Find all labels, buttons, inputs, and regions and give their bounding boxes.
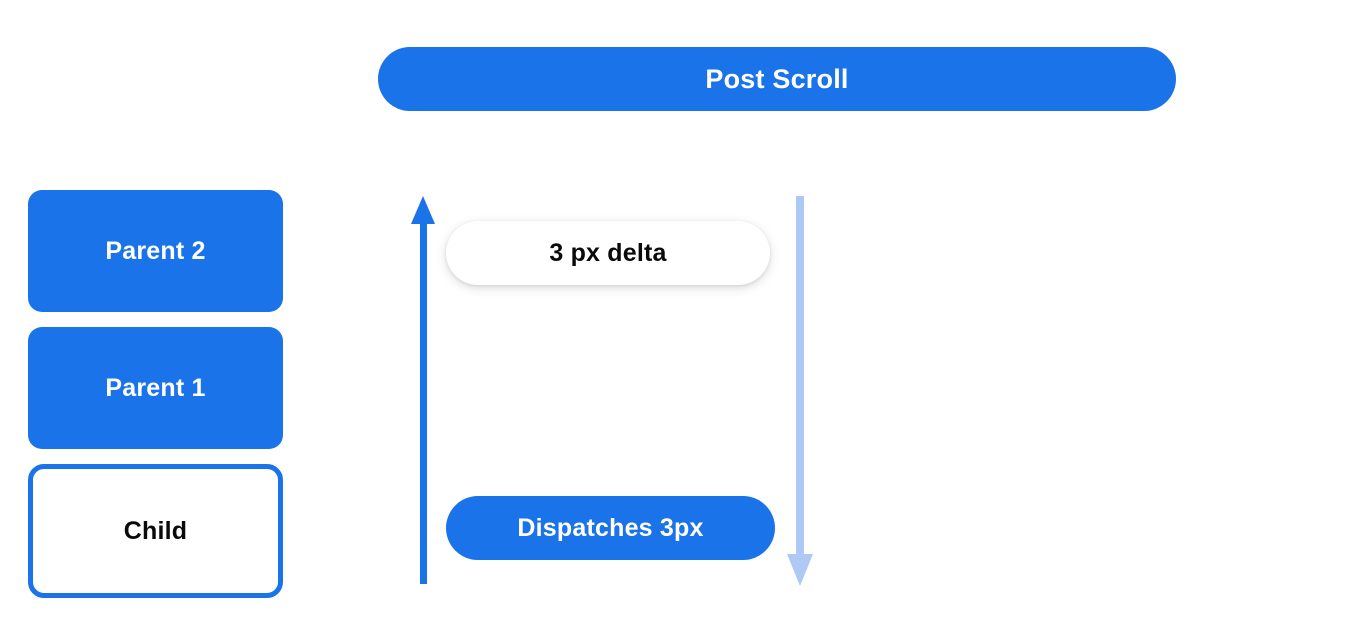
node-stack: Parent 2 Parent 1 Child [28, 190, 283, 598]
dispatch-pill: Dispatches 3px [446, 496, 775, 560]
node-parent-1: Parent 1 [28, 327, 283, 449]
node-parent-1-label: Parent 1 [105, 373, 206, 402]
node-parent-2-label: Parent 2 [105, 236, 206, 265]
up-arrow-icon [409, 196, 437, 589]
node-child-label: Child [123, 516, 188, 545]
post-scroll-banner: Post Scroll [378, 47, 1176, 111]
node-parent-2: Parent 2 [28, 190, 283, 312]
down-arrow-icon [785, 196, 815, 591]
delta-pill-label: 3 px delta [549, 238, 667, 267]
delta-pill: 3 px delta [446, 221, 770, 285]
node-child: Child [28, 464, 283, 598]
dispatch-pill-label: Dispatches 3px [517, 513, 704, 542]
post-scroll-label: Post Scroll [705, 63, 849, 94]
